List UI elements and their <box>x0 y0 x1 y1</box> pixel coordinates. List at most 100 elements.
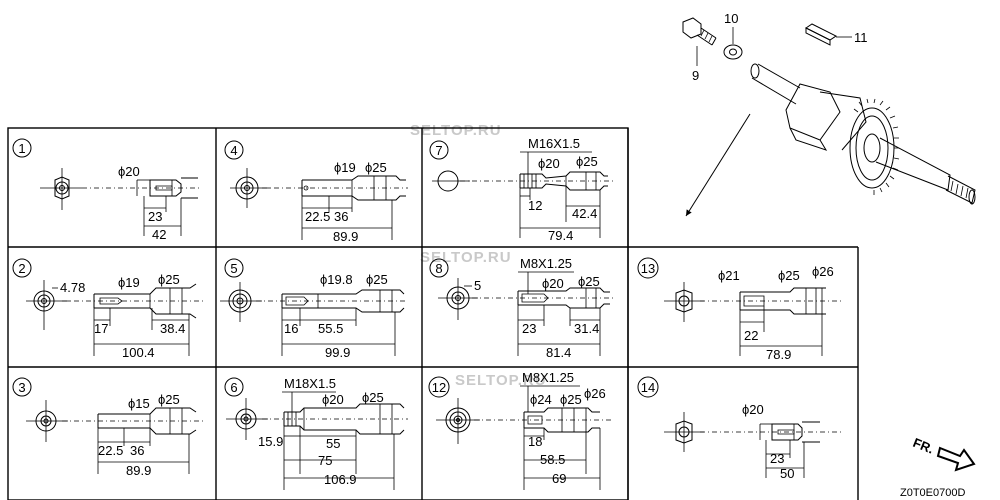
pointer-arrow <box>685 113 751 217</box>
variant-number-circle <box>12 138 32 158</box>
variant-4: 4 ϕ19 ϕ25 22.5 36 89.9 <box>224 140 408 244</box>
dim-text: M18X1.5 <box>284 376 336 391</box>
dim-text: ϕ25 <box>778 268 800 283</box>
crankshaft-part <box>750 63 976 205</box>
dim-text: ϕ25 <box>362 390 384 405</box>
variant-1: 1 ϕ20 23 42 <box>12 138 200 242</box>
variant-number: 3 <box>18 380 25 395</box>
dim-text: ϕ25 <box>366 272 388 287</box>
dim-text: ϕ25 <box>578 274 600 289</box>
dim-text: ϕ19 <box>118 275 140 290</box>
dim-text: ϕ25 <box>158 272 180 287</box>
dim-text: 16 <box>284 321 298 336</box>
dim-text: 75 <box>318 453 332 468</box>
dim-text: ϕ21 <box>718 268 740 283</box>
variant-number: 5 <box>230 261 237 276</box>
bolt-part-9: 9 <box>682 17 717 83</box>
part-label-11: 11 <box>854 30 868 45</box>
dim-text: 22.5 <box>305 209 330 224</box>
variant-number: 13 <box>641 261 655 276</box>
dim-text: ϕ15 <box>128 396 150 411</box>
variant-number: 6 <box>230 380 237 395</box>
part-label-9: 9 <box>692 68 699 83</box>
variant-number: 7 <box>435 143 442 158</box>
dim-text: 78.9 <box>766 347 791 362</box>
variant-7: 7 M16X1.5 ϕ20 ϕ25 12 42.4 79.4 <box>429 136 614 243</box>
dim-text: 89.9 <box>126 463 151 478</box>
dim-text: ϕ25 <box>560 392 582 407</box>
watermark-3: SELTOP.RU <box>455 372 547 389</box>
variant-8: 8 5 M8X1.25 ϕ20 ϕ25 23 31.4 81.4 <box>429 256 614 360</box>
dim-text: 38.4 <box>160 321 185 336</box>
dim-text: 31.4 <box>574 321 599 336</box>
variant-6: 6 M18X1.5 ϕ20 ϕ25 15.9 55 75 106.9 <box>224 376 408 490</box>
dim-text: ϕ20 <box>118 164 140 179</box>
dim-text: 89.9 <box>333 229 358 244</box>
parts-illustration: 9 10 11 <box>682 11 976 217</box>
dim-text: 42 <box>152 227 166 242</box>
dim-text: 12 <box>528 198 542 213</box>
dim-text: ϕ19 <box>334 160 356 175</box>
dim-text: 58.5 <box>540 452 565 467</box>
variant-number: 4 <box>230 143 237 158</box>
front-arrow-icon <box>936 446 976 472</box>
dim-text: M16X1.5 <box>528 136 580 151</box>
front-label: FR. <box>911 435 936 457</box>
dim-text: ϕ20 <box>322 392 344 407</box>
variant-3: 3 ϕ15 ϕ25 22.5 36 89.9 <box>12 377 204 478</box>
dim-text: ϕ26 <box>584 386 606 401</box>
dim-text: 42.4 <box>572 206 597 221</box>
variant-number: 14 <box>641 380 655 395</box>
front-direction-marker: FR. <box>911 435 976 472</box>
dim-text: 23 <box>148 209 162 224</box>
variant-number: 12 <box>432 380 446 395</box>
part-label-10: 10 <box>724 11 738 26</box>
variant-12: 12 M8X1.25 ϕ24 ϕ25 ϕ26 18 58.5 69 <box>428 370 612 490</box>
watermark-1: SELTOP.RU <box>410 122 502 139</box>
dim-text: ϕ25 <box>365 160 387 175</box>
dim-text: 5 <box>474 278 481 293</box>
diagram-code: Z0T0E0700D <box>900 487 965 499</box>
dim-text: 99.9 <box>325 345 350 360</box>
dim-text: 22 <box>744 328 758 343</box>
dim-text: ϕ25 <box>158 392 180 407</box>
dim-text: 81.4 <box>546 345 571 360</box>
variant-number: 2 <box>18 261 25 276</box>
variant-number: 1 <box>18 141 25 156</box>
dim-text: ϕ25 <box>576 154 598 169</box>
dim-text: M8X1.25 <box>522 370 574 385</box>
dim-text: 36 <box>334 209 348 224</box>
variant-2: 2 4.78 ϕ19 ϕ25 17 38.4 100.4 <box>12 258 204 360</box>
dim-text: 17 <box>94 321 108 336</box>
dim-text: 55 <box>326 436 340 451</box>
dim-text: 15.9 <box>258 434 283 449</box>
dim-text: 79.4 <box>548 228 573 243</box>
table-grid <box>7 127 859 500</box>
dim-text: ϕ24 <box>530 392 552 407</box>
dim-text: ϕ26 <box>812 264 834 279</box>
dim-text: ϕ20 <box>542 276 564 291</box>
dim-text: ϕ20 <box>742 402 764 417</box>
dim-text: 22.5 <box>98 443 123 458</box>
dim-text: 4.78 <box>60 280 85 295</box>
dim-text: 100.4 <box>122 345 155 360</box>
dim-text: 106.9 <box>324 472 357 487</box>
dim-text: 23 <box>522 321 536 336</box>
watermarks: SELTOP.RU SELTOP.RU SELTOP.RU <box>410 122 547 389</box>
washer-part-10: 10 <box>723 11 743 60</box>
dim-text: M8X1.25 <box>520 256 572 271</box>
key-part-11: 11 <box>805 23 868 46</box>
dim-text: 55.5 <box>318 321 343 336</box>
watermark-2: SELTOP.RU <box>420 249 512 266</box>
dim-text: 50 <box>780 466 794 481</box>
variant-14: 14 ϕ20 23 50 <box>637 376 842 481</box>
variant-5: 5 ϕ19.8 ϕ25 16 55.5 99.9 <box>220 258 408 360</box>
dim-text: 36 <box>130 443 144 458</box>
variant-number: 8 <box>435 261 442 276</box>
dim-text: 69 <box>552 471 566 486</box>
dim-text: ϕ20 <box>538 156 560 171</box>
variant-13: 13 ϕ21 ϕ25 ϕ26 22 78.9 <box>637 257 842 362</box>
dim-text: ϕ19.8 <box>320 272 353 287</box>
dim-text: 23 <box>770 451 784 466</box>
